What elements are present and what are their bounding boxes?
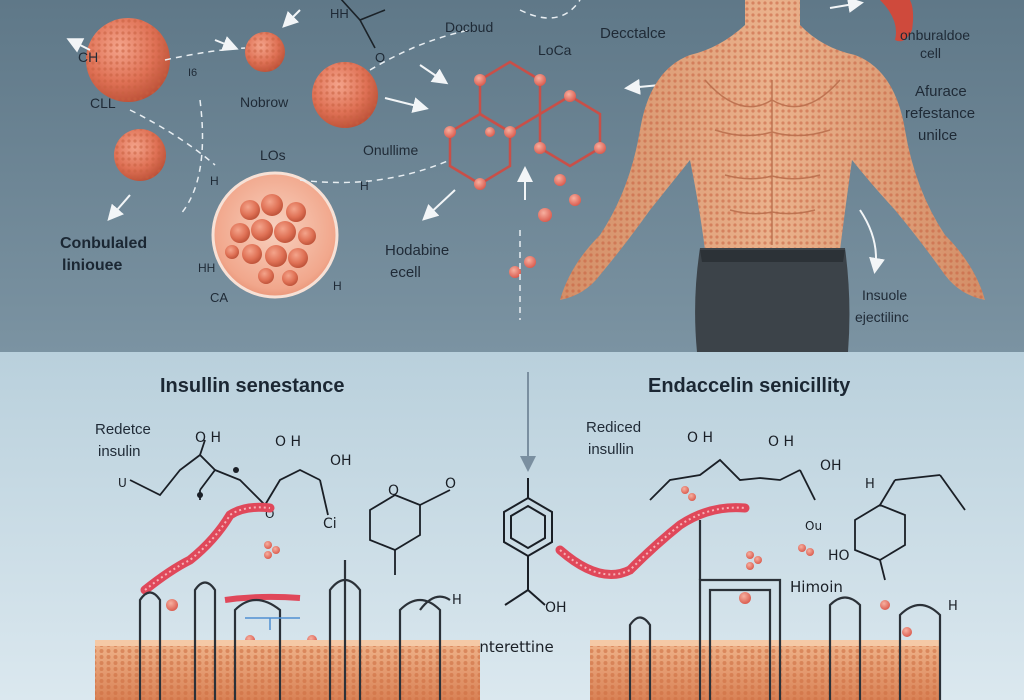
label-insuole: Insuole [862, 287, 907, 303]
top-cell-group [86, 18, 378, 299]
label-docbud: Docbud [445, 19, 493, 35]
chem-o3: O [265, 507, 274, 521]
label-unilce: unilce [918, 127, 957, 144]
label-decctalce: Decctalce [600, 25, 666, 42]
chem-h-r2: H [948, 599, 958, 614]
label-insulin: insulin [98, 443, 141, 460]
molecule-atoms [444, 74, 606, 278]
molecule-atoms [197, 467, 239, 498]
label-ca: CA [210, 290, 228, 305]
receptor-links [245, 617, 300, 630]
chem-oh-r: OH [820, 458, 842, 474]
label-h2: H [210, 174, 219, 188]
label-rediced: Rediced [586, 419, 641, 436]
label-conbulaled: Conbulaled [60, 235, 147, 252]
label-hodabine: Hodabine [385, 242, 449, 259]
label-hh: HH [198, 261, 215, 275]
label-liniouee: liniouee [62, 257, 123, 274]
chem-h-r: H [865, 477, 875, 492]
label-h4: H [333, 279, 342, 293]
label-afurace: Afurace [915, 83, 967, 100]
human-torso-icon [560, 0, 985, 352]
left-title: Insullin senestance [160, 375, 345, 397]
label-onburaldoe: onburaldoe [900, 27, 970, 43]
label-ejectilinc: ejectilinc [855, 309, 909, 325]
tissue-icon [95, 640, 940, 700]
label-himoin: Himoin [790, 578, 843, 596]
label-onullime: Onullime [363, 142, 418, 158]
chem-oh: OH [330, 453, 352, 469]
arrow-icon [66, 0, 885, 274]
chem-o2: O [445, 476, 456, 492]
molecule-icon [649, 458, 966, 581]
chem-o: O [388, 483, 399, 499]
chem-h-l: H [452, 593, 462, 608]
chem-u: U [118, 476, 127, 490]
chem-o-h-r: O H [687, 430, 713, 446]
receptor-wires [138, 520, 942, 700]
label-insullin: insullin [588, 441, 634, 458]
label-los: LOs [260, 147, 286, 163]
label-redetce: Redetce [95, 421, 151, 438]
label-ecell: ecell [390, 264, 421, 281]
label-o: O [375, 50, 385, 65]
chem-o-h2: O H [275, 434, 301, 450]
molecule-icon [129, 439, 451, 575]
label-cell: cell [920, 45, 941, 61]
connection-lines [129, 0, 581, 320]
label-h: HH [330, 6, 349, 21]
chem-o-h-r2: O H [768, 434, 794, 450]
label-ch: CH [78, 49, 98, 65]
molecule-icon [503, 478, 553, 606]
chem-oh-mid: OH [545, 600, 567, 616]
chem-ci: Ci [323, 516, 337, 532]
shorts [695, 248, 850, 352]
label-nobrow: Nobrow [240, 94, 289, 110]
label-i6: I6 [188, 67, 197, 79]
label-lca: LoCa [538, 42, 572, 58]
molecule-icon [340, 0, 386, 49]
label-refestance: refestance [905, 105, 975, 122]
chem-ho: HO [828, 548, 850, 564]
organ-icon [880, 0, 914, 42]
label-cll: CLL [90, 95, 116, 111]
chem-o-h: O H [195, 430, 221, 446]
insulin-particles [166, 486, 912, 660]
right-title: Endaccelin senicillity [648, 375, 851, 397]
protein-ribbon [140, 502, 750, 603]
label-h3: H [360, 179, 369, 193]
chem-ou: Ou [805, 519, 822, 533]
label-interettine: Interettine [475, 638, 554, 656]
